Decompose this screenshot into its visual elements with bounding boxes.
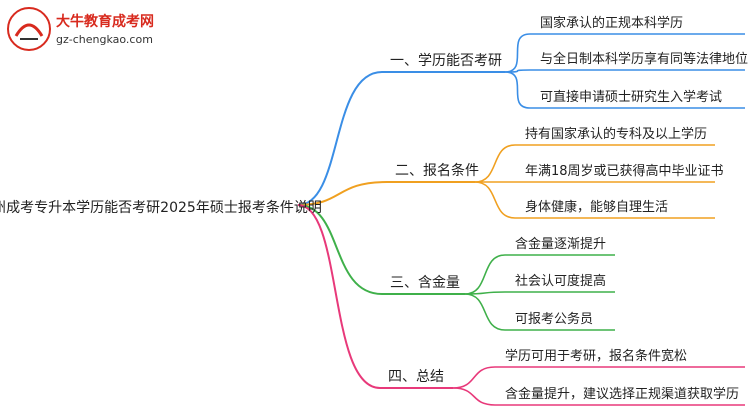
leaf-node: 与全日制本科学历享有同等法律地位	[540, 51, 748, 67]
branch-node: 二、报名条件	[395, 162, 479, 179]
branch-node: 一、学历能否考研	[390, 53, 502, 69]
connector-line	[504, 71, 531, 109]
leaf-node: 身体健康，能够自理生活	[525, 199, 668, 215]
site-logo[interactable]: 大牛教育成考网 gz-chengkao.com	[4, 4, 154, 54]
branch-node: 四、总结	[388, 369, 444, 385]
connector-line	[297, 204, 383, 295]
leaf-node: 可直接申请硕士研究生入学考试	[540, 89, 722, 105]
leaf-node: 含金量逐渐提升	[515, 236, 606, 252]
connector-line	[464, 254, 506, 295]
branch-list: 一、学历能否考研 国家承认的正规本科学历与全日制本科学历享有同等法律地位可直接申请…	[388, 15, 748, 402]
root-node: 广州成考专升本学历能否考研2025年硕士报考条件说明	[0, 199, 322, 216]
leaf-node: 学历可用于考研，报名条件宽松	[505, 348, 687, 364]
leaf-node: 年满18周岁或已获得高中毕业证书	[525, 163, 724, 179]
connector-lines	[297, 33, 745, 406]
connector-line	[474, 144, 516, 183]
logo-title: 大牛教育成考网	[56, 14, 154, 30]
connector-line	[297, 181, 388, 206]
connector-line	[464, 293, 506, 331]
connector-line	[452, 366, 496, 389]
connector-line	[297, 71, 383, 206]
logo-mark-icon	[7, 7, 51, 51]
leaf-node: 可报考公务员	[515, 311, 593, 327]
connector-line	[474, 181, 516, 219]
leaf-node: 含金量提升，建议选择正规渠道获取学历	[505, 386, 739, 402]
connector-line	[297, 204, 381, 389]
leaf-node: 社会认可度提高	[515, 273, 606, 289]
branch-node: 三、含金量	[390, 275, 460, 291]
leaf-node: 国家承认的正规本科学历	[540, 15, 683, 31]
connector-line	[504, 33, 531, 73]
connector-line	[452, 387, 496, 406]
connector-line	[504, 69, 531, 73]
logo-url: gz-chengkao.com	[56, 33, 153, 46]
leaf-node: 持有国家承认的专科及以上学历	[525, 126, 707, 142]
